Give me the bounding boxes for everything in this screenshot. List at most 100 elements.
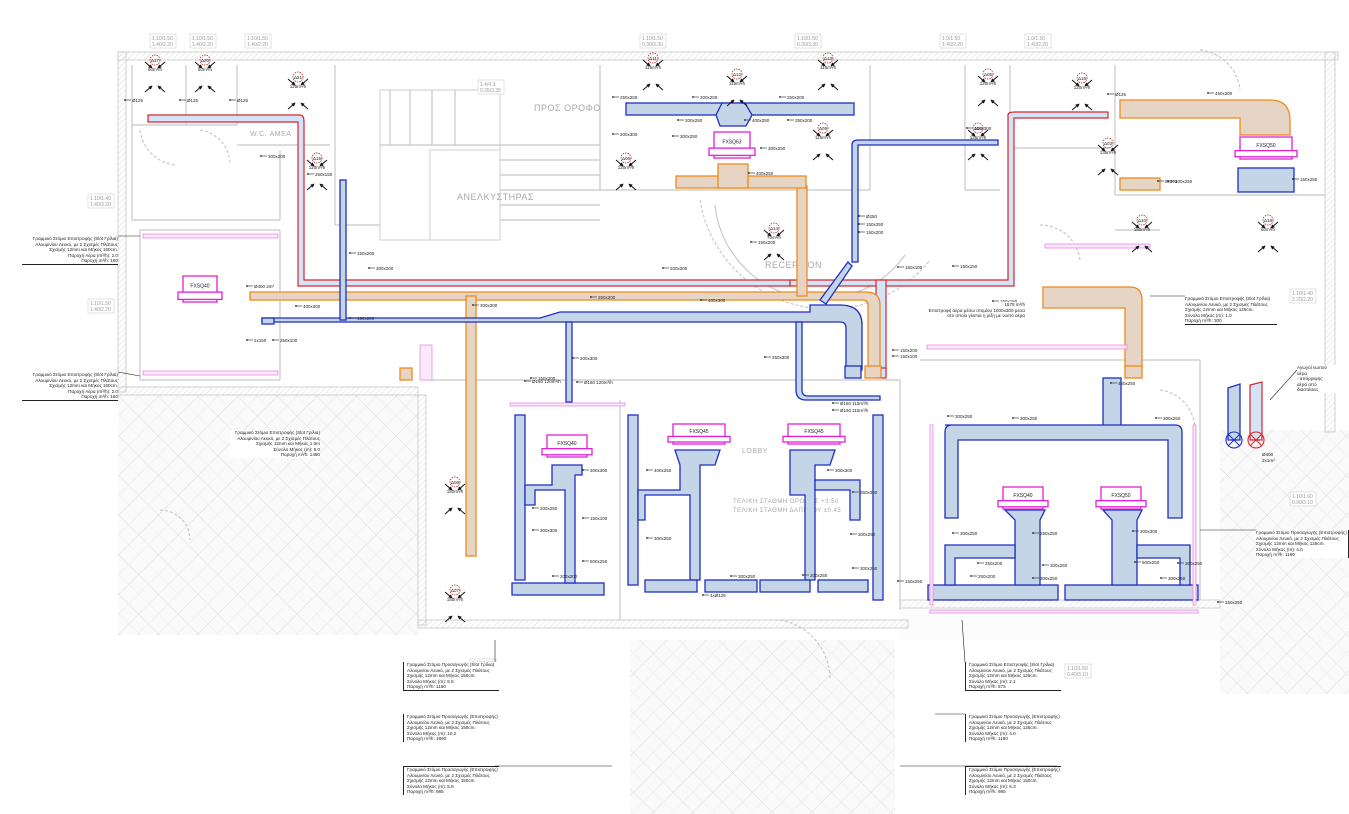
duct-size-label: 150x200 [349,251,375,256]
duct-size-text: 350x300 [860,490,878,495]
window-tag: 1.10/1.501.40/2.20 [87,298,115,314]
callout-bottom-2: Γραμμικό Στόμιο Προσαγωγής (Επιστροφής)Α… [403,714,499,742]
window-tag-text: 1.10/1.50 [192,36,213,42]
duct-size-label: 250x200 [612,95,638,100]
duct-size-text: 200x200 [700,95,718,100]
airflow-arrow-icon [444,591,453,599]
duct-size-text: 300x250 [1040,576,1058,581]
airflow-arrow-icon [628,183,637,191]
diffuser-flow: 60m³/h [198,67,213,72]
airflow-arrow-icon [830,83,839,91]
level-mark-ceiling: ΤΕΛΙΚΗ ΣΤΑΘΜΗ ΟΡΟΦΗΣ +3.50 [733,499,839,505]
airflow-arrow-icon [615,183,624,191]
indoor-unit[interactable]: FXSQ50 [1234,136,1298,160]
airflow-arrow-icon [194,61,203,69]
duct-size-text: 250x200 [787,95,805,100]
callout-centre: Γραμμικό Στόμιο Επιστροφής (Slot Γρίλια)… [230,430,320,458]
duct-size-text: 150x200 [357,316,375,321]
airflow-arrow-icon [157,85,166,93]
window-tags: 1.10/1.501.40/2.201.10/1.501.40/2.201.10… [87,33,1317,679]
duct-size-text: Ø125 [1115,92,1127,97]
indoor-unit-label: FXSQ40 [190,284,209,290]
diffuser-flow: 115m³/h [815,135,832,140]
window-tag: 1.10/1.600.90/3.10 [1289,491,1317,507]
duct-size-text: 200x200 [560,574,578,579]
indoor-unit[interactable]: FXSQ40 [177,275,223,303]
window-tag-text: 0.30/3.30 [797,42,818,48]
diffuser-tag-circle [1136,214,1148,226]
airflow-arrow-icon [457,615,466,623]
airflow-arrow-icon [306,183,315,191]
diffuser-id: Δ05 [984,72,993,77]
duct-size-label: 4xØ125 [702,593,726,598]
window-tag-text: 1.4/4.3 [480,82,496,88]
duct-size-label: 150x200 [892,348,918,353]
airflow-arrow-icon [300,102,309,110]
airflow-arrow-icon [1257,245,1266,253]
indoor-unit[interactable]: FXSQ63 [708,131,756,159]
airflow-arrow-icon [319,183,328,191]
indoor-unit[interactable]: FXSQ40 [541,434,593,458]
duct-size-label: 500x250 [1134,560,1160,565]
window-tag-text: 0.35/3.35 [480,88,501,94]
airflow-arrow-icon [306,159,315,167]
airflow-arrow-icon [1097,168,1106,176]
callout-bottom-3: Γραμμικό Στόμιο Προσαγωγής (Επιστροφής)Α… [403,766,499,795]
indoor-unit[interactable]: FXSQ45 [782,423,846,445]
duct-size-label: 400x300 [700,298,726,303]
callout-bottom-6: Γραμμικό Στόμιο Προσαγωγής (Επιστροφής)Α… [965,766,1061,795]
airflow-arrow-icon [763,229,772,237]
window-tag-text: 0.30/3.30 [642,42,663,48]
indoor-unit[interactable]: FXSQ40 [997,486,1049,510]
duct-size-label: 500x250 [582,559,608,564]
diffuser-tag-circle [199,54,211,66]
duct-size-text: 150x300 [974,126,992,131]
airflow-arrow-icon [967,129,976,137]
duct-size-label: 200x200 [692,95,718,100]
duct-size-label: 300x250 [646,536,672,541]
diffuser-flow: 115m³/h [820,65,837,70]
duct-size-label: Ø160 115m³/h [832,408,869,413]
room-label-elevator: ΑΝΕΛΚΥΣΤΗΡΑΣ [457,192,534,202]
airflow-arrow-icon [990,99,999,107]
callout-right-2: Γραμμικό Στόμιο Προσαγωγής (Επιστροφής)Α… [1256,530,1349,558]
duct-size-label: Ø160 120m³/h [524,379,561,384]
callout-left-2: Γραμμικό Στόμιο Επιστροφής (Slot Γρίλια)… [22,372,118,401]
airflow-arrow-icon [776,229,785,237]
duct-size-text: 300x300 [480,303,498,308]
duct-size-text: 4xØ125 [710,593,726,598]
slot-grilles [142,233,1199,614]
diffuser-tag-circle [731,68,743,80]
diffuser-id: Δ12 [733,72,742,77]
indoor-unit[interactable]: FXSQ50 [1095,486,1147,510]
diffuser-tag-circle [1262,214,1274,226]
callout-bottom-1: Γραμμικό Στόμιο Προσαγωγής (Slot Γρίλια)… [403,662,499,691]
airflow-arrow-icon [287,102,296,110]
airflow-arrow-icon [726,99,735,107]
indoor-unit[interactable]: FXSQ45 [667,423,731,445]
diffuser-id: Δ11 [649,56,657,61]
window-tag-text: 1.40/3.20 [90,202,111,208]
duct-size-text: 2x150 [254,338,267,343]
duct-size-label: 150x200 [349,316,375,321]
callout-left-1: Γραμμικό Στόμιο Επιστροφής (Slot Γρίλια)… [22,236,118,265]
duct-size-label: 300x250 [1155,416,1181,421]
